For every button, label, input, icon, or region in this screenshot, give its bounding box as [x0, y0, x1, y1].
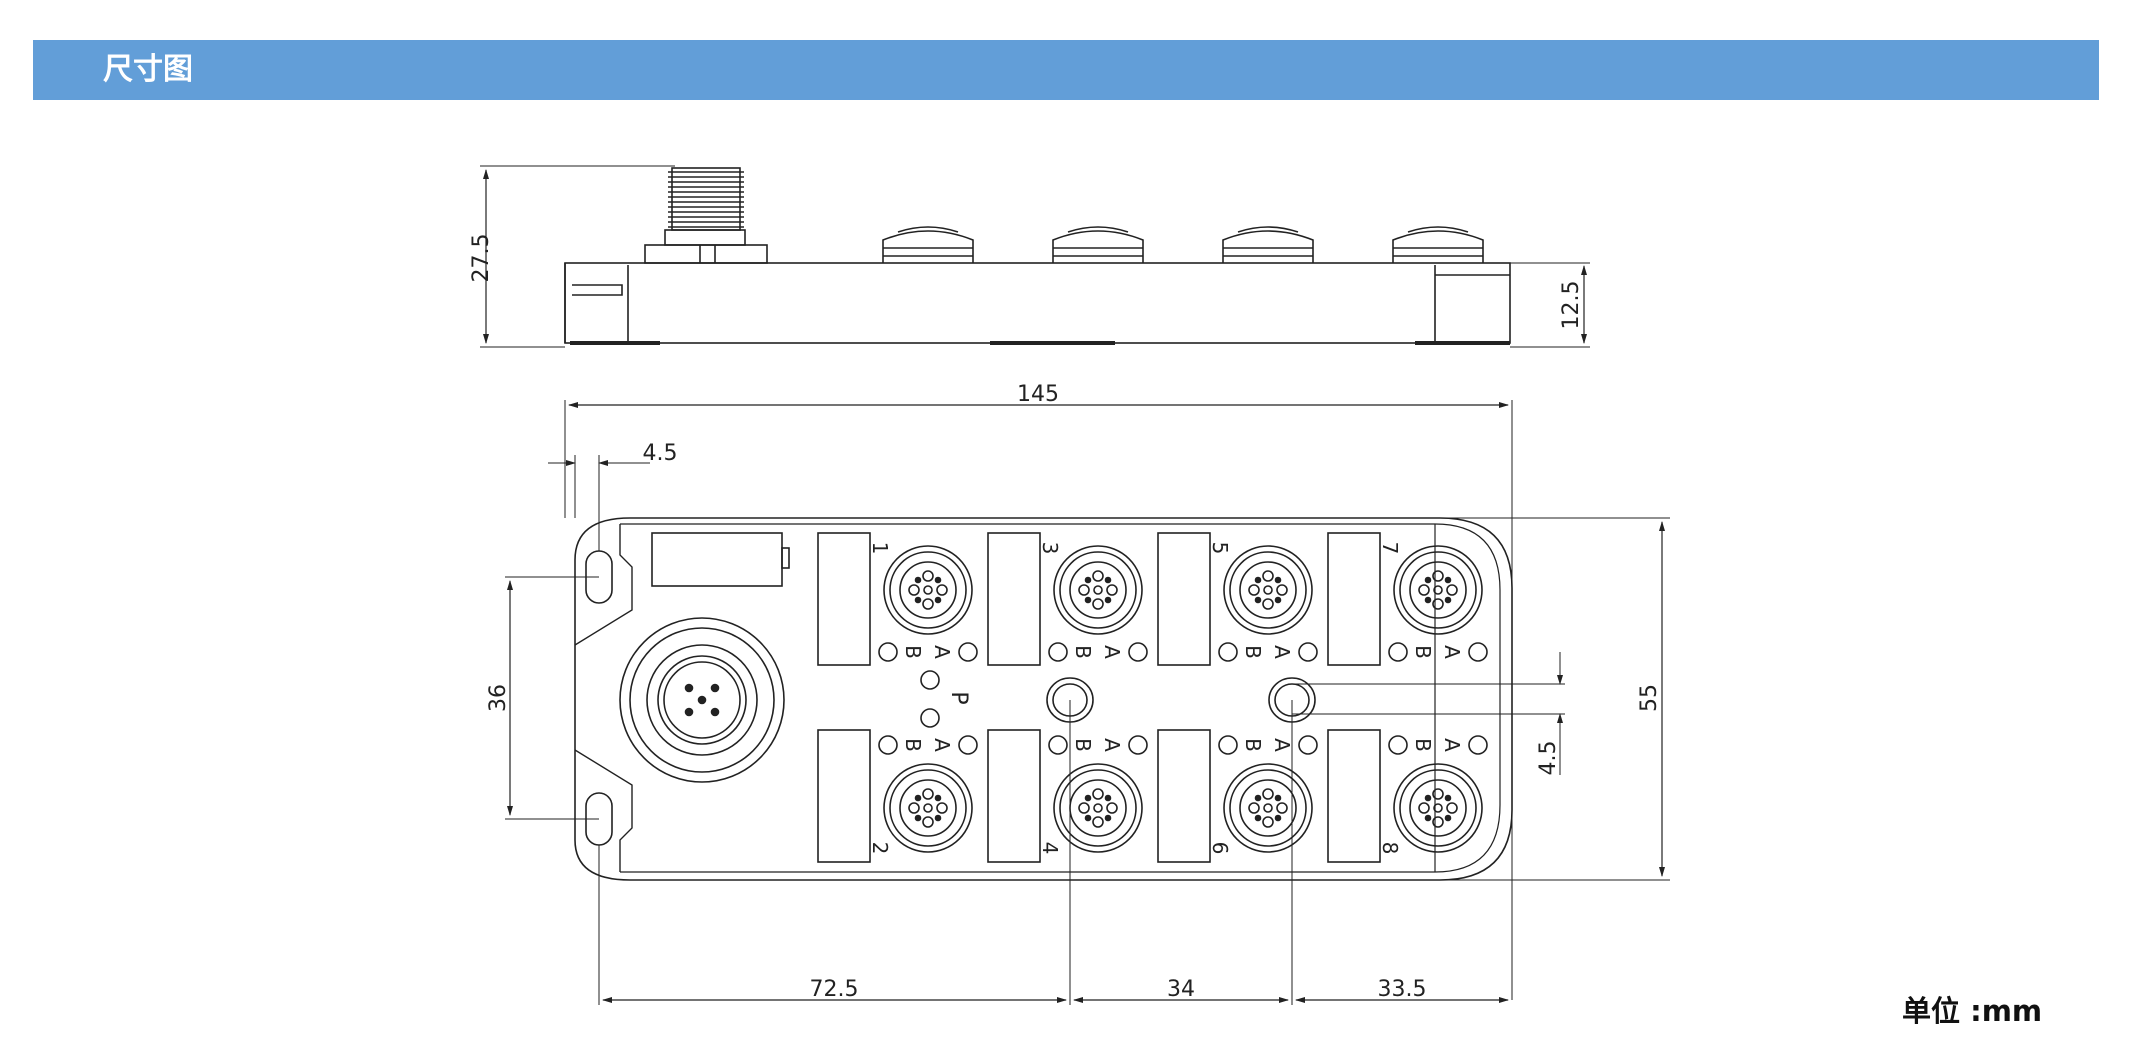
power-led-2: [920, 708, 940, 728]
led-a-label: A: [930, 645, 954, 659]
port-latch: [817, 532, 871, 666]
side-view: [480, 165, 1590, 348]
port-latch: [1327, 729, 1381, 863]
port-number: 7: [1378, 542, 1402, 555]
port-latch: [987, 532, 1041, 666]
header-bar: 尺寸图: [33, 40, 2099, 100]
dim-bottom-seg-3: 33.5: [1378, 977, 1427, 1002]
dim-hole-offset: 4.5: [643, 441, 678, 466]
label-window: [651, 532, 783, 587]
dim-body-height: 12.5: [1559, 281, 1584, 330]
power-connector: [619, 617, 785, 783]
port-number: 3: [1038, 542, 1062, 555]
dim-bottom-seg-2: 34: [1167, 977, 1195, 1002]
led-a-label: A: [1440, 645, 1464, 659]
led-b: [1218, 642, 1238, 662]
port-connector: [1223, 763, 1313, 853]
side-socket: [1052, 226, 1144, 263]
led-a: [1468, 642, 1488, 662]
port-connector: [1223, 545, 1313, 635]
led-b-label: B: [1241, 738, 1265, 752]
port-number: 1: [868, 542, 892, 555]
power-led: [920, 670, 940, 690]
led-a: [1468, 735, 1488, 755]
port-number: 8: [1378, 842, 1402, 855]
section-title: 尺寸图: [103, 52, 193, 87]
led-b-label: B: [901, 645, 925, 659]
led-b: [1218, 735, 1238, 755]
led-a: [958, 642, 978, 662]
led-a: [1128, 735, 1148, 755]
side-socket: [882, 226, 974, 263]
port-latch: [1327, 532, 1381, 666]
dim-center-hole-offset: 4.5: [1536, 741, 1561, 776]
port-latch: [1157, 532, 1211, 666]
led-b: [878, 642, 898, 662]
port-connector: [1393, 545, 1483, 635]
side-body: [564, 262, 1511, 344]
led-b: [1388, 735, 1408, 755]
port-connector: [883, 763, 973, 853]
side-socket: [1392, 226, 1484, 263]
led-b: [1048, 642, 1068, 662]
side-socket: [1222, 226, 1314, 263]
led-a: [958, 735, 978, 755]
unit-label: 单位 :mm: [1902, 994, 2043, 1028]
port-number: 2: [868, 842, 892, 855]
top-dimensions: [505, 400, 1670, 1005]
led-a-label: A: [1100, 738, 1124, 752]
led-a: [1298, 735, 1318, 755]
port-latch: [1157, 729, 1211, 863]
port-connector: [883, 545, 973, 635]
led-b-label: B: [1071, 738, 1095, 752]
port-number: 5: [1208, 542, 1232, 555]
port-latch: [817, 729, 871, 863]
led-b: [1048, 735, 1068, 755]
top-view: [574, 517, 1513, 881]
led-a: [1298, 642, 1318, 662]
led-b-label: B: [901, 738, 925, 752]
led-a-label: A: [1440, 738, 1464, 752]
led-b: [1388, 642, 1408, 662]
led-a: [1128, 642, 1148, 662]
port-connector: [1053, 545, 1143, 635]
port-number: 4: [1038, 842, 1062, 855]
led-b-label: B: [1411, 645, 1435, 659]
led-b: [878, 735, 898, 755]
power-led-label: P: [946, 691, 971, 704]
led-a-label: A: [1270, 645, 1294, 659]
led-b-label: B: [1071, 645, 1095, 659]
port-connector: [1393, 763, 1483, 853]
port-connector: [1053, 763, 1143, 853]
led-b-label: B: [1411, 738, 1435, 752]
led-a-label: A: [1100, 645, 1124, 659]
port-number: 6: [1208, 842, 1232, 855]
port-latch: [987, 729, 1041, 863]
dim-overall-width: 145: [1017, 382, 1059, 407]
led-a-label: A: [1270, 738, 1294, 752]
dim-hole-spacing: 36: [486, 684, 511, 712]
top-outline: [574, 517, 1513, 881]
dim-bottom-seg-1: 72.5: [810, 977, 859, 1002]
dim-total-height: 27.5: [469, 234, 494, 283]
side-threaded-connector: [644, 167, 768, 264]
led-a-label: A: [930, 738, 954, 752]
dim-overall-depth: 55: [1637, 684, 1662, 712]
led-b-label: B: [1241, 645, 1265, 659]
